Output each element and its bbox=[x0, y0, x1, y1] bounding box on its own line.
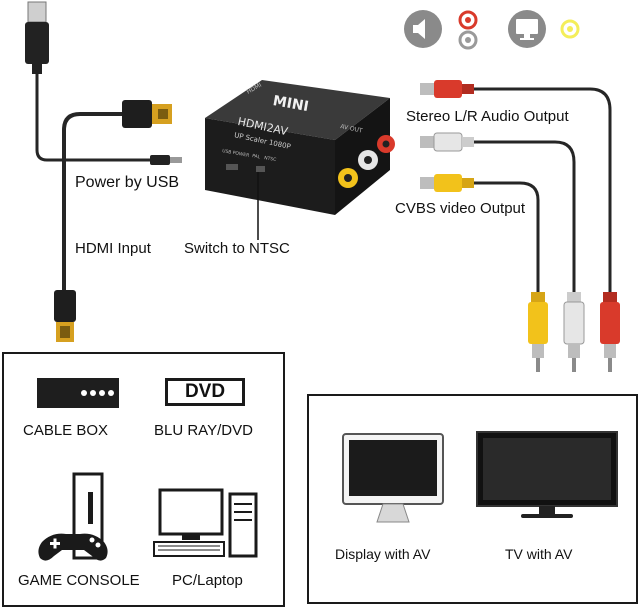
blu-ray-label: BLU RAY/DVD bbox=[154, 422, 253, 439]
switch-to-ntsc-label: Switch to NTSC bbox=[184, 240, 290, 257]
device-port-label-ntsc: NTSC bbox=[264, 155, 277, 163]
hdmi-plug-top-icon bbox=[122, 100, 172, 128]
usb-plug-icon bbox=[25, 1, 49, 74]
device-brand: MINI bbox=[272, 93, 310, 115]
device-side-label-right: AV OUT bbox=[340, 123, 364, 135]
speaker-icon bbox=[404, 10, 442, 48]
source-devices-box: CABLE BOX DVD BLU RAY/DVD GAME CONSOLE P… bbox=[2, 352, 285, 607]
video-indicator-group bbox=[504, 6, 594, 52]
rca-yellow-plug-top bbox=[420, 174, 474, 192]
display-monitor-icon bbox=[342, 433, 444, 523]
hdmi-input-label: HDMI Input bbox=[75, 240, 151, 257]
audio-indicator-group bbox=[400, 6, 490, 52]
rca-white-plug-bottom bbox=[563, 292, 585, 372]
hdmi2av-converter: MINI HDMI2AV UP Scaler 1080P HDMI AV OUT… bbox=[205, 80, 395, 215]
dvd-logo: DVD bbox=[165, 378, 245, 406]
hdmi-plug-bottom-icon bbox=[54, 290, 76, 342]
power-by-usb-label: Power by USB bbox=[75, 174, 180, 191]
yellow-jack-icon bbox=[560, 19, 580, 39]
stereo-audio-output-label: Stereo L/R Audio Output bbox=[406, 108, 569, 125]
tv-with-av-label: TV with AV bbox=[505, 546, 573, 562]
pc-laptop-label: PC/Laptop bbox=[172, 572, 243, 589]
red-white-jack-icon bbox=[458, 10, 478, 50]
connection-diagram: MINI HDMI2AV UP Scaler 1080P HDMI AV OUT… bbox=[25, 1, 620, 372]
cvbs-video-output-label: CVBS video Output bbox=[395, 200, 526, 217]
pc-laptop-icon bbox=[153, 488, 258, 558]
cable-box-label: CABLE BOX bbox=[23, 422, 109, 439]
monitor-icon bbox=[508, 10, 546, 48]
rca-yellow-plug-bottom bbox=[528, 292, 548, 372]
tv-icon bbox=[476, 431, 618, 518]
mini-usb-plug-icon bbox=[150, 155, 182, 165]
game-console-icon bbox=[38, 472, 108, 561]
rca-red-plug-top bbox=[420, 80, 474, 98]
display-with-av-label: Display with AV bbox=[335, 546, 431, 562]
output-displays-box: Display with AV TV with AV bbox=[307, 394, 638, 604]
rca-white-plug-top bbox=[420, 132, 474, 152]
device-port-label-pal: PAL bbox=[252, 153, 261, 160]
cable-box-icon bbox=[37, 378, 119, 408]
device-port-label-usb: USB POWER bbox=[222, 148, 250, 159]
usb-power-port bbox=[226, 164, 238, 170]
rca-red-plug-bottom bbox=[600, 292, 620, 372]
pal-ntsc-switch bbox=[256, 166, 265, 172]
game-console-label: GAME CONSOLE bbox=[18, 572, 140, 589]
